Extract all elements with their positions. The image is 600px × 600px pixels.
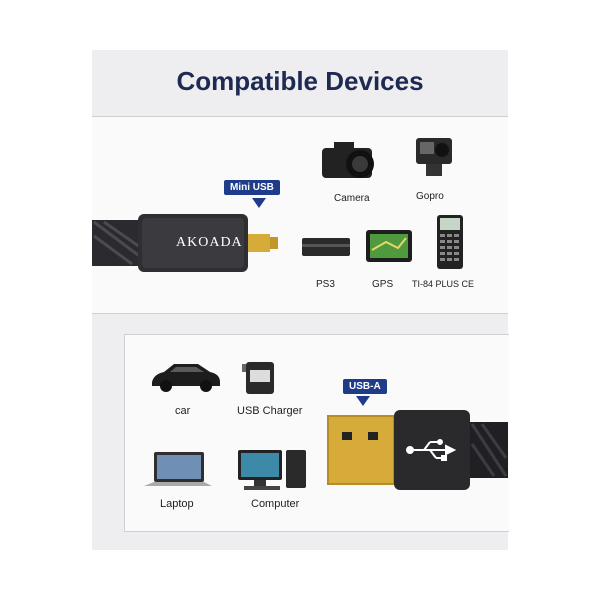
mini-usb-badge: Mini USB [224,180,280,195]
usb-a-cable-icon [327,410,508,490]
gopro-icon [416,138,452,176]
device-label: GPS [372,279,394,290]
device-label: Laptop [160,498,194,510]
page-title: Compatible Devices [176,66,424,96]
camera-icon [322,142,374,178]
device-label: Computer [251,498,300,510]
device-label: car [175,405,191,417]
brand-label: AKOADA [176,235,243,250]
charger-icon [242,362,274,394]
ps3-icon [302,238,350,256]
laptop-icon [144,452,212,486]
device-label: Gopro [416,191,444,202]
computer-icon [238,450,306,490]
device-label: Camera [334,193,370,204]
calculator-icon [437,215,463,269]
device-label: USB Charger [237,405,303,417]
car-icon [152,364,220,392]
device-label: PS3 [316,279,335,290]
gps-icon [366,230,412,262]
usb-a-arrow-icon [356,396,370,406]
device-label: TI-84 PLUS CE [412,279,475,289]
mini-usb-arrow-icon [252,198,266,208]
usb-a-badge: USB-A [343,379,387,394]
mini-usb-cable-icon [92,214,278,272]
